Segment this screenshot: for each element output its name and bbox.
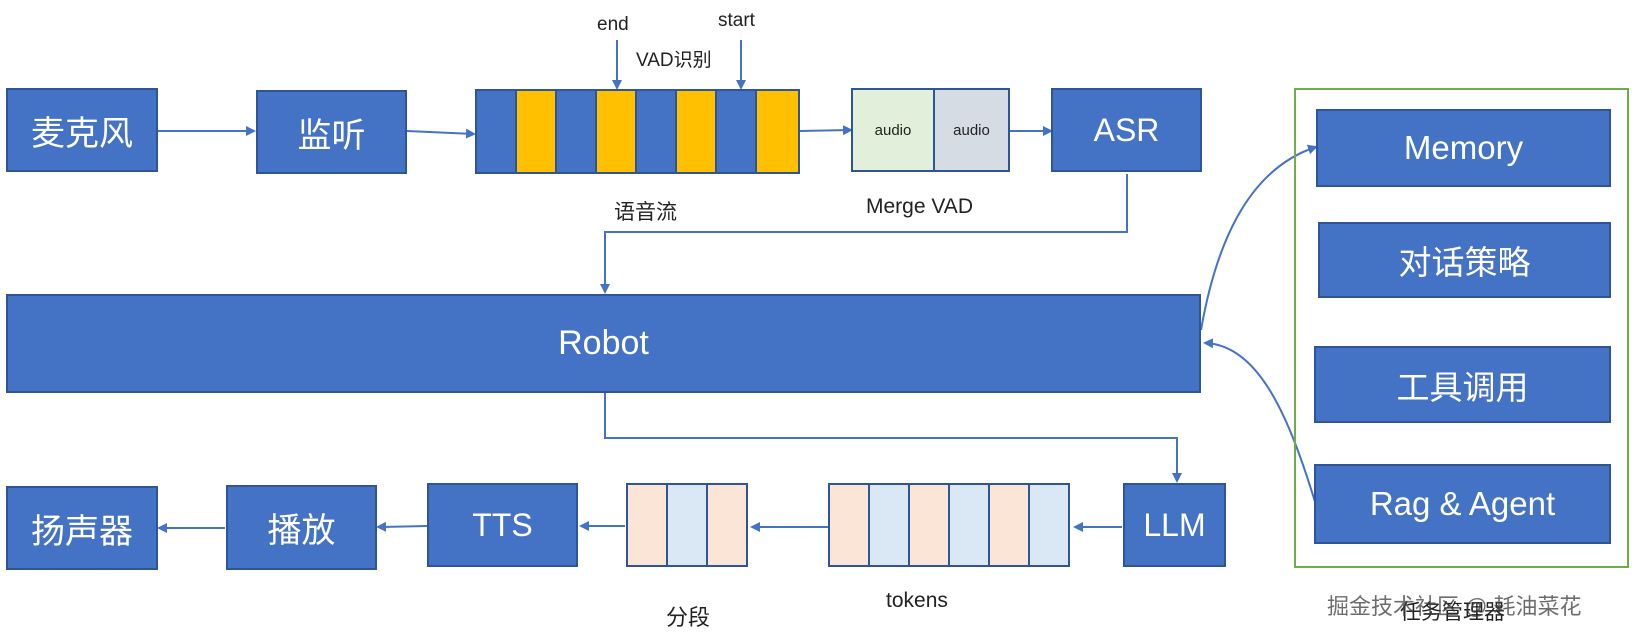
llm-box: LLM	[1123, 483, 1226, 567]
robot-box: Robot	[6, 294, 1201, 393]
audio-segment-1: audio	[851, 88, 935, 172]
memory-label: Memory	[1403, 129, 1524, 166]
token	[948, 483, 990, 567]
arrow-stream-merge	[799, 125, 853, 136]
tokens-label: tokens	[886, 589, 948, 612]
rag-agent-box: Rag & Agent	[1314, 464, 1611, 544]
tool-call-label: 工具调用	[1396, 368, 1529, 406]
speaker-box: 扬声器	[6, 486, 158, 570]
mic-box: 麦克风	[6, 88, 158, 172]
watermark: 掘金技术社区 @ 耗油菜花	[1327, 594, 1582, 619]
start-label: start	[718, 10, 755, 31]
arrow-listen-stream	[406, 128, 476, 139]
vad-label: VAD识别	[636, 50, 712, 71]
play-label: 播放	[267, 512, 336, 550]
llm-label: LLM	[1143, 506, 1206, 543]
stream-seg-silence	[475, 89, 517, 174]
memory-box: Memory	[1316, 109, 1611, 187]
speaker-label: 扬声器	[31, 512, 133, 551]
stream-seg-silence	[555, 89, 597, 174]
play-box: 播放	[226, 485, 377, 570]
stream-seg-voice	[675, 89, 717, 174]
token	[988, 483, 1030, 567]
tool-call-box: 工具调用	[1314, 346, 1611, 423]
rag-agent-label: Rag & Agent	[1369, 485, 1556, 522]
segment-token	[626, 483, 668, 567]
end-label: end	[597, 14, 629, 35]
stream-seg-voice	[755, 89, 800, 174]
audio-label-1: audio	[874, 121, 912, 139]
asr-label: ASR	[1093, 111, 1160, 148]
mic-label: 麦克风	[31, 114, 133, 153]
arrow-tts-play	[376, 521, 428, 532]
task-manager-caption: 任务管理器	[1400, 601, 1505, 624]
token	[908, 483, 950, 567]
tts-label: TTS	[472, 506, 533, 543]
stream-label: 语音流	[614, 201, 677, 224]
tts-box: TTS	[427, 483, 578, 567]
token	[868, 483, 910, 567]
task-manager-frame	[1294, 88, 1629, 568]
dialog-policy-label: 对话策略	[1398, 244, 1531, 281]
token	[1028, 483, 1070, 567]
stream-seg-voice	[515, 89, 557, 174]
listen-label: 监听	[297, 116, 366, 155]
tokens-block	[828, 483, 1070, 567]
asr-box: ASR	[1051, 88, 1202, 172]
voice-stream	[475, 89, 800, 174]
segment-token	[706, 483, 748, 567]
arrow-robot-memory	[1200, 144, 1318, 331]
dialog-policy-box: 对话策略	[1318, 222, 1611, 298]
stream-seg-silence	[635, 89, 677, 174]
audio-label-2: audio	[953, 121, 990, 139]
arrow-asr-robot	[600, 174, 1128, 294]
segment-block	[626, 483, 748, 567]
listen-box: 监听	[256, 90, 407, 174]
arrow-rag-robot	[1203, 338, 1317, 506]
arrow-robot-llm	[604, 393, 1182, 483]
merge-vad-label: Merge VAD	[866, 195, 973, 218]
audio-segment-2: audio	[933, 88, 1010, 172]
stream-seg-silence	[715, 89, 757, 174]
stream-seg-voice	[595, 89, 637, 174]
robot-label: Robot	[558, 324, 649, 362]
token	[828, 483, 870, 567]
segment-token	[666, 483, 708, 567]
segment-label: 分段	[666, 605, 711, 630]
